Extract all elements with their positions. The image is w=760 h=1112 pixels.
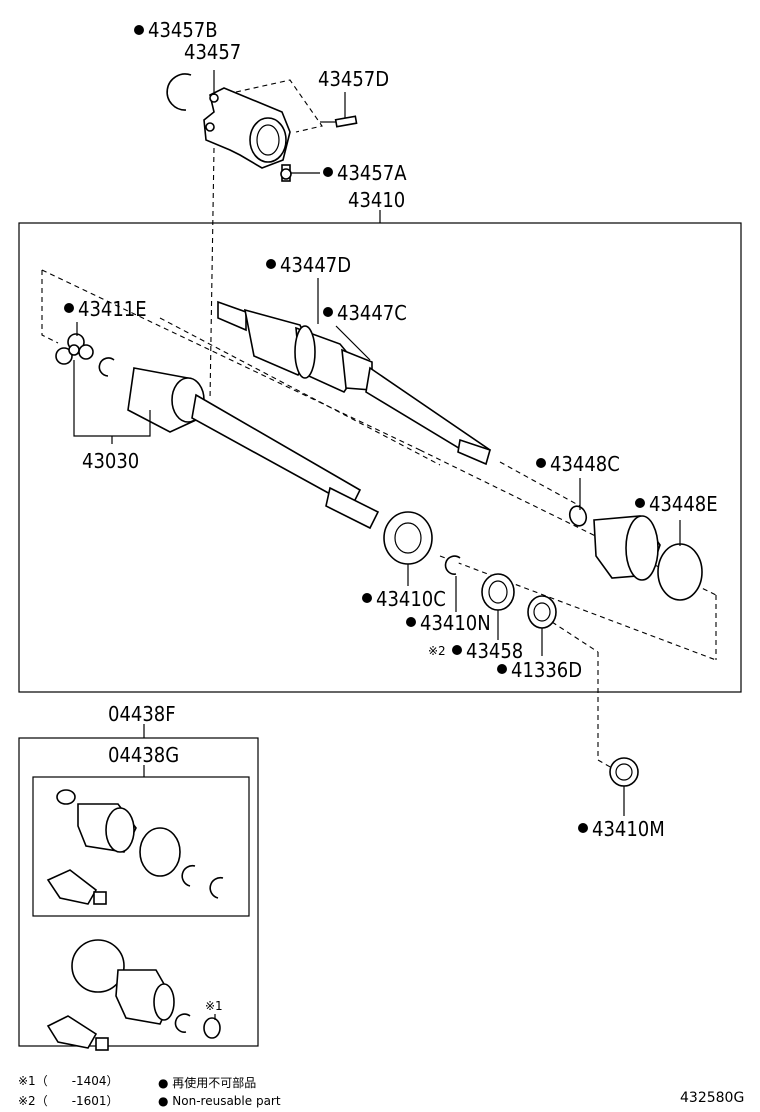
label-43030: 43030 (82, 449, 139, 473)
boot-43448E (593, 515, 703, 601)
label-43447C: 43447C (337, 301, 407, 325)
legend-note-1: ※1（ -1404） (18, 1074, 119, 1088)
inboard-shaft (127, 367, 380, 530)
bolt-43457D (320, 115, 358, 128)
band-43448C (568, 505, 588, 527)
kit-04438F-parts (46, 939, 221, 1051)
bolt-43457A (280, 164, 292, 182)
kit-04438G-box (32, 776, 250, 917)
note-mark-1: ※1 (205, 999, 223, 1013)
label-43457B: 43457B (148, 18, 218, 42)
note-mark-2: ※2 (428, 644, 446, 658)
label-43458: 43458 (466, 639, 523, 663)
label-43457D: 43457D (318, 67, 389, 91)
snap-ring-43410N (444, 555, 461, 575)
label-43457: 43457 (184, 40, 241, 64)
snap-ring-43030 (98, 357, 115, 377)
figure-code: 432580G (680, 1090, 744, 1106)
label-43411E: 43411E (78, 297, 147, 321)
snap-ring-43457B (166, 73, 192, 111)
label-04438G: 04438G (108, 743, 179, 767)
legend-nonreusable-en: ● Non-reusable part (158, 1094, 281, 1108)
label-43448E: 43448E (649, 492, 718, 516)
legend-note-2: ※2（ -1601） (18, 1094, 119, 1108)
label-43410N: 43410N (420, 611, 491, 635)
label-41336D: 41336D (511, 658, 582, 682)
seal-41336D (527, 595, 557, 629)
label-43410: 43410 (348, 188, 405, 212)
legend-nonreusable-jp: ● 再使用不可部品 (158, 1075, 256, 1090)
seal-43458 (481, 573, 515, 611)
tripod-43411E (55, 333, 94, 365)
label-04438F: 04438F (108, 702, 176, 726)
kit-04438F-box (18, 737, 259, 1047)
label-43410M: 43410M (592, 817, 665, 841)
bracket-43457 (203, 87, 291, 169)
seal-43410M (609, 757, 639, 787)
outboard-joint-43447 (217, 300, 492, 466)
bearing-43410C (383, 511, 433, 565)
label-43448C: 43448C (550, 452, 620, 476)
kit-04438G-parts (46, 789, 224, 905)
label-43410C: 43410C (376, 587, 446, 611)
label-43457A: 43457A (337, 161, 407, 185)
label-43447D: 43447D (280, 253, 351, 277)
